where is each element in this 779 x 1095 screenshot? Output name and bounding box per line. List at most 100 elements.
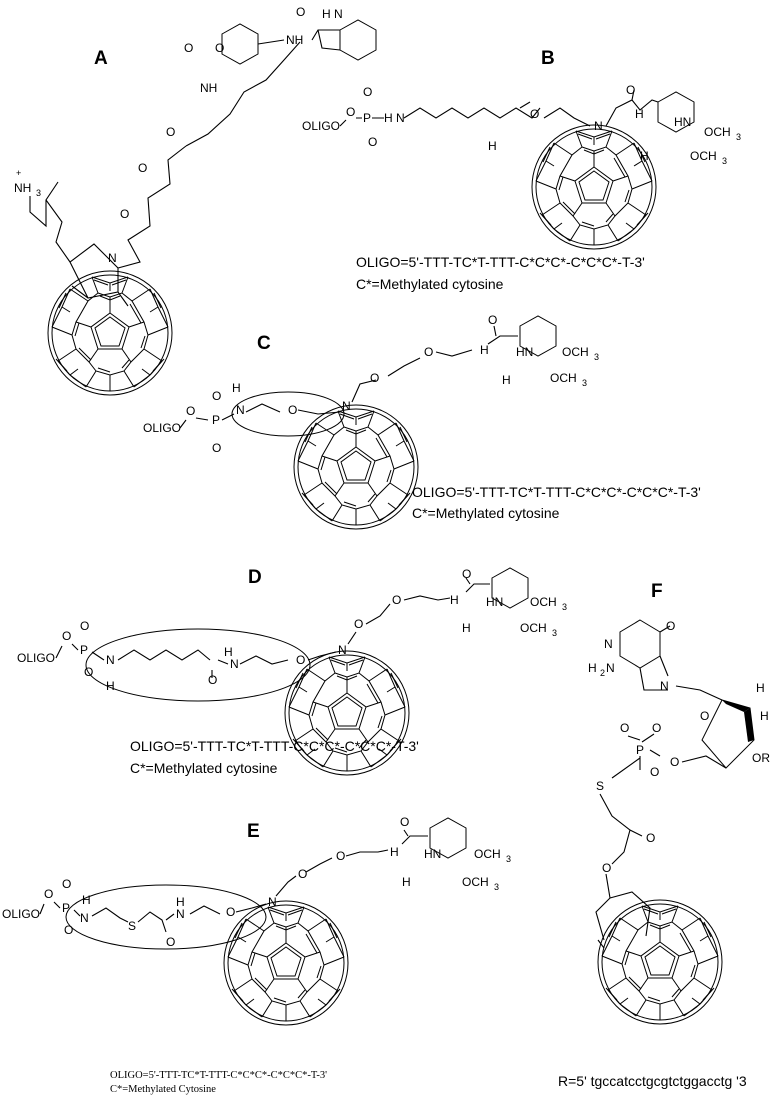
panel-e-o-4: O [166, 935, 175, 949]
panel-b-o-3: O [368, 135, 377, 149]
panel-f-bold-bond [744, 708, 754, 742]
panel-a-o-ether-1: O [120, 207, 129, 221]
panel-e-och3-1: OCH [474, 847, 501, 861]
panel-f-fullerene-icon [597, 899, 723, 1025]
panel-f-o-3: O [620, 721, 629, 735]
panel-d-indole-ring [491, 567, 529, 609]
panel-c-p: P [212, 413, 220, 427]
panel-c-o-1: O [186, 404, 195, 418]
panel-f-h-2: H [760, 709, 769, 723]
panel-d-n-1: N [106, 653, 115, 667]
panel-e-och3-2-sub: 3 [494, 882, 499, 892]
panel-a-fullerene-icon [47, 270, 173, 396]
panel-f-o-4: O [652, 721, 661, 735]
panel-e-o-5: O [226, 905, 235, 919]
panel-e-note-line: C*=Methylated Cytosine [110, 1084, 216, 1095]
panel-a-o-carbonyl-1: O [184, 41, 193, 55]
panel-c-fullerene-icon [293, 404, 419, 530]
panel-e-linker-ellipse-icon [65, 884, 267, 950]
panel-d-label: D [248, 567, 262, 588]
panel-f-r-line: R=5' tgccatcctgcgtctggacctg '3 [558, 1073, 747, 1089]
panel-e-och3-1-sub: 3 [506, 854, 511, 864]
panel-e-n-2: N [176, 907, 185, 921]
panel-c-och3-1-sub: 3 [594, 352, 599, 362]
panel-c-linker-ellipse-icon [231, 391, 345, 437]
panel-f-o-ring: O [700, 709, 709, 723]
panel-f-o-7: O [602, 861, 611, 875]
panel-c-oligo: OLIGO [143, 421, 181, 435]
panel-a-nh-indole: H N [322, 7, 343, 21]
panel-d-och3-2: OCH [520, 621, 547, 635]
panel-e-s: S [128, 919, 136, 933]
panel-b: B OLIGO O P O O H N O H N H O HN OCH 3 O… [302, 48, 741, 292]
panel-c: C OLIGO O P O O H N O N O O H O HN OCH 3… [143, 313, 701, 530]
panel-d-och3-2-sub: 3 [552, 628, 557, 638]
panel-a-label: A [94, 48, 108, 69]
panel-b-och3-1: OCH [704, 125, 731, 139]
panel-e-n-3: N [268, 895, 277, 909]
panel-c-note-line: C*=Methylated cytosine [412, 505, 560, 521]
panel-e-p: P [62, 901, 70, 915]
panel-d-oligo: OLIGO [17, 651, 55, 665]
panel-b-och3-1-sub: 3 [736, 132, 741, 142]
panel-f-o-5: O [650, 765, 659, 779]
panel-e-hn: HN [424, 847, 441, 861]
panel-c-o-6: O [424, 345, 433, 359]
panel-b-note-line: C*=Methylated cytosine [356, 276, 504, 292]
panel-f-label: F [651, 581, 663, 602]
panel-b-och3-2-sub: 3 [722, 156, 727, 166]
panel-d-och3-1-sub: 3 [562, 602, 567, 612]
panel-d-hn-2: HN [486, 595, 503, 609]
panel-a-indole-ring [339, 19, 377, 61]
panel-b-oligo-line: OLIGO=5'-TTT-TC*T-TTT-C*C*C*-C*C*C*-T-3' [356, 254, 645, 270]
panel-f-p: P [636, 743, 644, 757]
panel-e-o-2: O [62, 877, 71, 891]
panel-c-hn: HN [516, 345, 533, 359]
panel-d-o-8: O [462, 567, 471, 581]
panel-c-h: H [232, 381, 241, 395]
panel-e: E OLIGO O P O O H N S O H N O N O O H O … [2, 815, 511, 1095]
panel-b-nh: H N [384, 111, 405, 125]
panel-a-o-ether-3: O [166, 125, 175, 139]
panel-c-label: C [257, 333, 271, 354]
panel-d-o-5: O [296, 653, 305, 667]
panel-e-o-6: O [298, 867, 307, 881]
panel-d-och3-1: OCH [530, 595, 557, 609]
panel-c-o-3: O [212, 441, 221, 455]
panel-f: F O N N H 2 N O H H OR O P O O O S O O R… [558, 581, 770, 1089]
panel-d-o-1: O [62, 629, 71, 643]
panel-e-o-7: O [336, 849, 345, 863]
panel-d-fullerene-icon [284, 650, 410, 776]
panel-a-o-ether-2: O [138, 161, 147, 175]
panel-a-o-carbonyl-2: O [296, 5, 305, 19]
panel-c-o-7: O [488, 313, 497, 327]
panel-e-och3-2: OCH [462, 875, 489, 889]
panel-b-o-5: O [626, 83, 635, 97]
panel-a: A N NH 3 + O O O NH O O NH O H N [14, 5, 377, 396]
panel-f-or: OR [752, 751, 770, 765]
panel-e-oligo-line: OLIGO=5'-TTT-TC*T-TTT-C*C*C*-C*C*C*-T-3' [110, 1070, 327, 1081]
panel-c-oligo-line: OLIGO=5'-TTT-TC*T-TTT-C*C*C*-C*C*C*-T-3' [412, 484, 701, 500]
panel-e-h3co: H [402, 875, 411, 889]
panel-f-wedge [722, 700, 750, 712]
panel-c-och3-1: OCH [562, 345, 589, 359]
panel-c-n-1: N [236, 403, 245, 417]
panel-d-hn: H [224, 645, 233, 659]
panel-c-och3-2-sub: 3 [582, 378, 587, 388]
panel-b-hn: HN [674, 115, 691, 129]
panel-a-nh3-sub: 3 [36, 188, 41, 198]
panel-e-n-1: N [80, 911, 89, 925]
panel-a-n-atom: N [108, 251, 117, 265]
panel-d-n-2: N [230, 657, 239, 671]
panel-d-linker-ellipse-icon [85, 628, 311, 702]
panel-f-n-2: N [660, 679, 669, 693]
panel-b-label: B [541, 48, 555, 69]
panel-a-benzofuran-ring [221, 23, 259, 65]
panel-b-fullerene-icon [531, 124, 657, 250]
panel-a-nh-amide: NH [200, 81, 217, 95]
panel-d-h-2: H [450, 593, 459, 607]
panel-b-h-2: H [635, 107, 644, 121]
panel-d-o-6: O [354, 617, 363, 631]
panel-d-o-4: O [208, 673, 217, 687]
